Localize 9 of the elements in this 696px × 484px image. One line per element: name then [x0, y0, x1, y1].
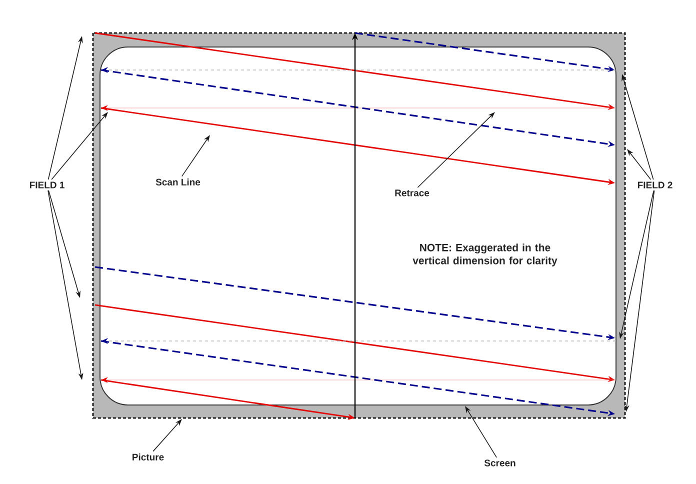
- text-label: Scan Line: [156, 178, 200, 186]
- text-label: NOTE: Exaggerated in the vertical dimension for clarity: [412, 244, 558, 266]
- text-label: Retrace: [395, 190, 430, 196]
- text-label: FIELD 1: [30, 182, 64, 188]
- text-label: FIELD 2: [638, 182, 672, 188]
- leader-line: [417, 112, 495, 188]
- text-label: Screen: [484, 460, 516, 466]
- leader-line: [152, 419, 182, 452]
- text-label: Picture: [132, 454, 164, 460]
